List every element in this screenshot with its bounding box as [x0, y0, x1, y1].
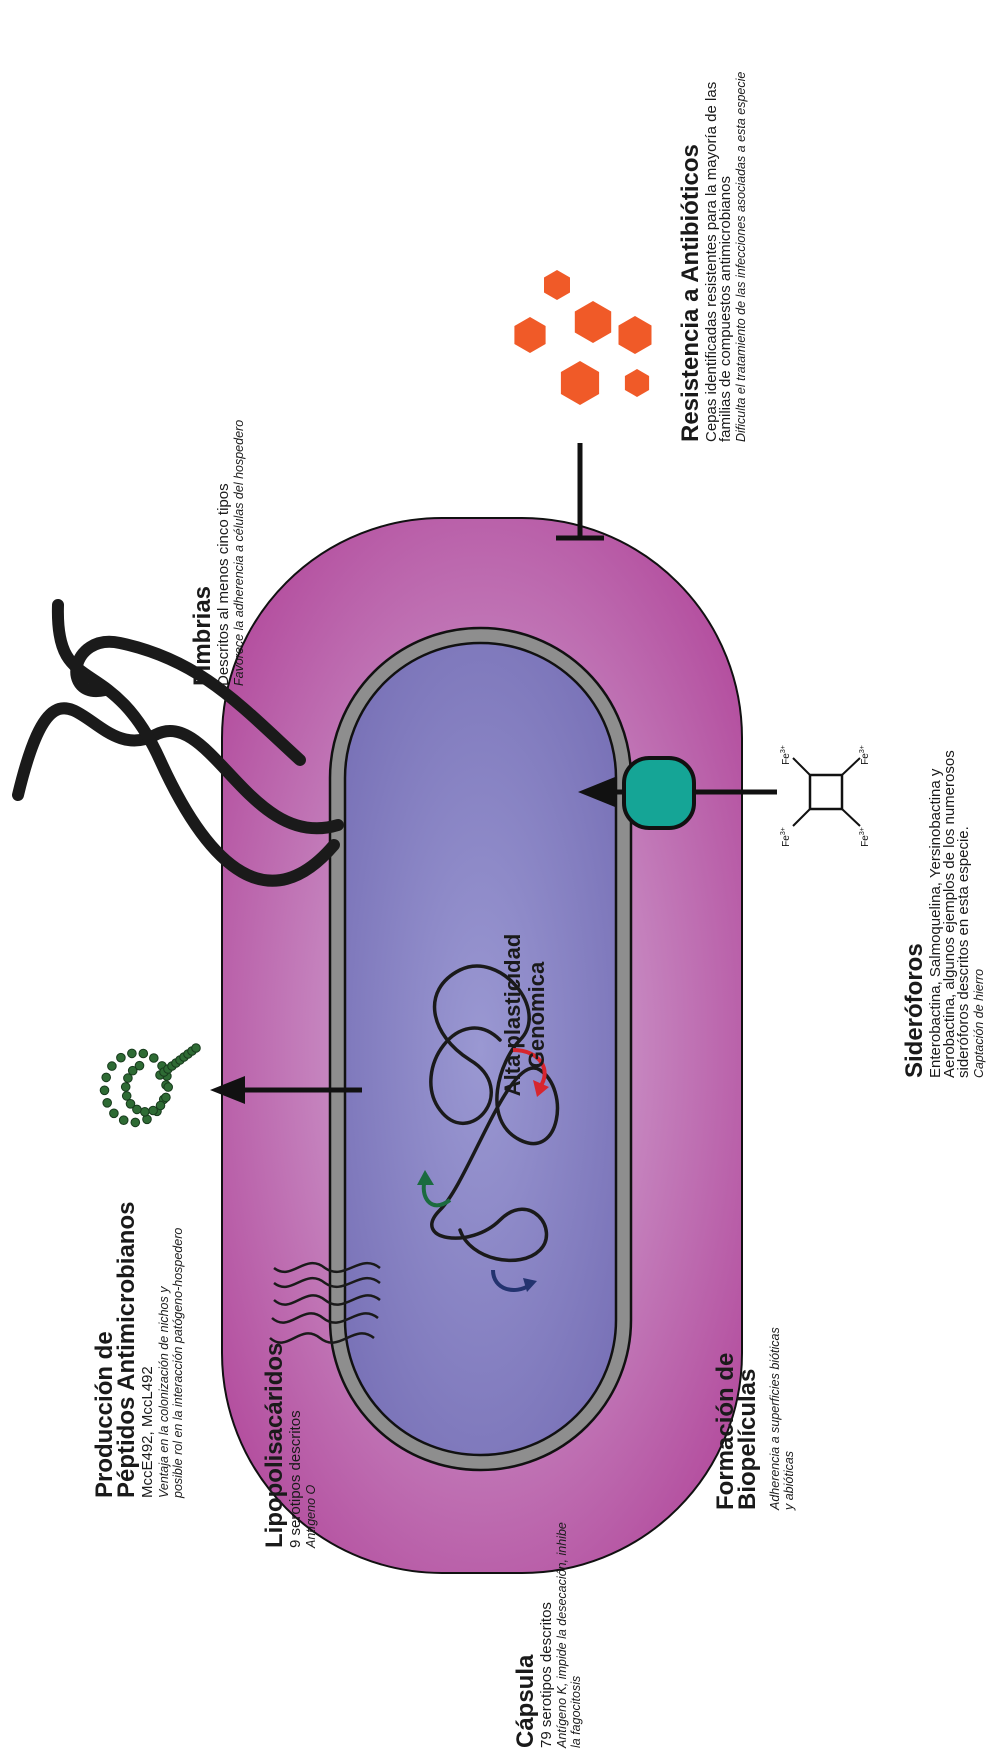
- microcin-bead: [150, 1054, 159, 1063]
- microcin-bead: [149, 1106, 158, 1115]
- microcin-bead: [139, 1049, 148, 1058]
- cytoplasm: [345, 643, 616, 1455]
- microcin-bead: [119, 1116, 128, 1125]
- sideroforos-note: Captación de hierro: [972, 969, 986, 1078]
- capsula-note-1: Antígeno K, impide la desecación, inhibe: [555, 1522, 569, 1749]
- antibiotic-hexagon: [619, 316, 652, 354]
- peptidos-note-2: posible rol en la interacción patógeno-h…: [171, 1228, 185, 1499]
- peptidos-body: MccE492, MccL492: [139, 1366, 156, 1498]
- iron-label-top-left: Fe3+: [780, 745, 792, 765]
- iron-label-bottom-right: Fe3+: [859, 827, 871, 847]
- antibiotic-hexagon: [575, 301, 611, 343]
- microcin-bead: [162, 1093, 171, 1102]
- microcin-bead: [103, 1099, 112, 1108]
- microcin-bead: [102, 1073, 111, 1082]
- microcin-bead: [128, 1049, 137, 1058]
- peptidos-note-1: Ventaja en la colonización de nichos y: [157, 1286, 171, 1498]
- label-biopeliculas: Formación de Biopelículas Adherencia a s…: [712, 1327, 796, 1511]
- resistencia-title: Resistencia a Antibióticos: [677, 144, 704, 442]
- lps-body: 9 serotipos descritos: [287, 1410, 304, 1548]
- antibiotic-molecules-icon: [514, 270, 651, 405]
- microcin-bead: [141, 1108, 150, 1117]
- fimbrias-body: Descritos al menos cinco tipos: [215, 483, 232, 686]
- fimbrias-title: Fimbrias: [189, 586, 216, 686]
- center-label-line1: Alta plasticidad: [500, 934, 525, 1097]
- microcin-bead: [108, 1062, 117, 1071]
- label-peptidos: Producción de Péptidos Antimicrobianos M…: [91, 1202, 185, 1499]
- microcin-bead: [100, 1086, 109, 1095]
- siderophore-receptor-icon: [624, 758, 694, 828]
- capsula-title: Cápsula: [512, 1654, 539, 1748]
- microcin-bead: [156, 1101, 165, 1110]
- microcin-bead: [117, 1053, 126, 1062]
- capsula-note-2: la fagocitosis: [569, 1676, 583, 1748]
- microcin-bead: [192, 1044, 201, 1053]
- antibiotic-hexagon: [561, 361, 599, 405]
- microcin-bead: [121, 1083, 130, 1092]
- resistencia-body-2: familias de compuestos antimicrobianos: [717, 176, 734, 442]
- resistencia-note: Dificulta el tratamiento de las infeccio…: [734, 72, 748, 442]
- microcin-bead: [135, 1061, 144, 1070]
- label-sideroforos: Sideróforos Enterobactina, Salmoquelina,…: [901, 750, 986, 1078]
- capsula-body: 79 serotipos descritos: [538, 1602, 555, 1748]
- fimbrias-note: Favorece la adherencia a células del hos…: [232, 420, 246, 686]
- microcin-bead: [126, 1100, 135, 1109]
- biopeliculas-note-2: y abióticas: [782, 1451, 796, 1511]
- microcin-bead: [110, 1109, 119, 1118]
- microcin-bead: [164, 1083, 173, 1092]
- biopeliculas-note-1: Adherencia a superficies bióticas: [768, 1327, 782, 1511]
- antibiotic-hexagon: [625, 369, 649, 397]
- antibiotic-hexagon: [544, 270, 570, 300]
- microcin-bead: [131, 1118, 140, 1127]
- antibiotic-hexagon: [514, 317, 545, 353]
- microcin-peptide-icon: [100, 1044, 200, 1127]
- iron-label-top-right: Fe3+: [859, 745, 871, 765]
- iron-label-bottom-left: Fe3+: [780, 827, 792, 847]
- sideroforos-body-3: sideróforos descritos en esta especie.: [955, 826, 972, 1078]
- center-label-line2: Genómica: [524, 961, 549, 1068]
- lps-note: Antígeno O: [304, 1484, 318, 1549]
- iron-siderophore-complex-icon: [793, 758, 860, 826]
- microcin-bead: [122, 1092, 131, 1101]
- label-fimbrias: Fimbrias Descritos al menos cinco tipos …: [189, 420, 246, 686]
- sideroforos-title: Sideróforos: [901, 943, 928, 1078]
- lps-title: Lipopolisacáridos: [261, 1343, 288, 1548]
- label-resistencia: Resistencia a Antibióticos Cepas identif…: [677, 72, 748, 442]
- peptidos-title-2: Péptidos Antimicrobianos: [113, 1202, 140, 1498]
- biopeliculas-title-2: Biopelículas: [734, 1369, 761, 1510]
